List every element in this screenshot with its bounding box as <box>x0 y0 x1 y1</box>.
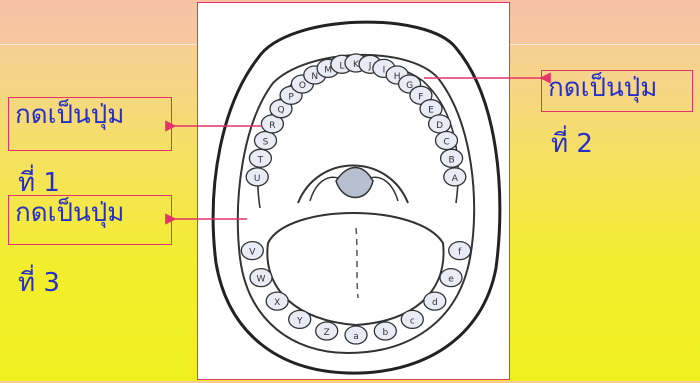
slide: UTSRQPONMLKJIHGFEDCBA VWXYZabcdef กดเป็น… <box>0 0 700 381</box>
connector-arrows <box>0 0 700 381</box>
